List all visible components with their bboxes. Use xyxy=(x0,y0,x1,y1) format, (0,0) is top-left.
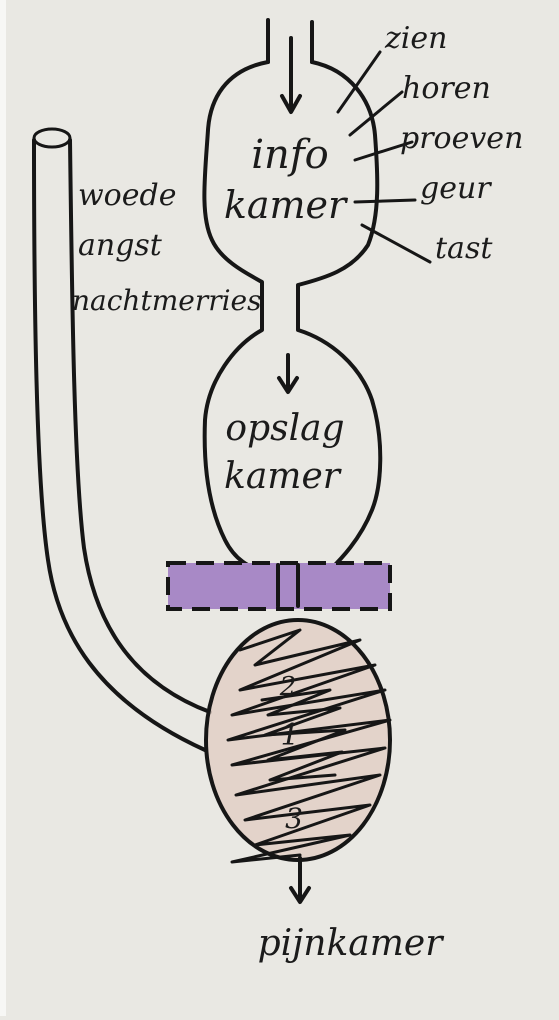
sense-line-geur xyxy=(355,200,415,202)
sense-label-zien: zien xyxy=(384,21,447,56)
pain-chamber-label: pijnkamer xyxy=(258,923,445,964)
info-chamber-label-line1: info xyxy=(251,132,328,178)
storage-chamber-label-line1: opslag xyxy=(225,408,344,449)
purple-barrier xyxy=(168,563,390,609)
emotion-label-angst: angst xyxy=(78,228,163,263)
storage-chamber-label-line2: kamer xyxy=(224,456,342,497)
trauma-layer-2: 2 xyxy=(279,672,297,702)
trauma-layer-3: 3 xyxy=(285,802,303,835)
sense-label-tast: tast xyxy=(435,231,493,266)
paper-edge xyxy=(0,0,6,1016)
info-chamber-label-line2: kamer xyxy=(224,183,349,227)
sense-label-proeven: proeven xyxy=(400,121,523,156)
trauma-layer-1: 1 xyxy=(280,718,299,753)
emotion-label-nachtmerries: nachtmerries xyxy=(72,284,261,317)
sense-label-geur: geur xyxy=(420,171,492,206)
sense-label-horen: horen xyxy=(402,71,491,106)
trauma-core: 2 1 3 xyxy=(206,620,390,862)
emotion-label-woede: woede xyxy=(78,178,176,213)
